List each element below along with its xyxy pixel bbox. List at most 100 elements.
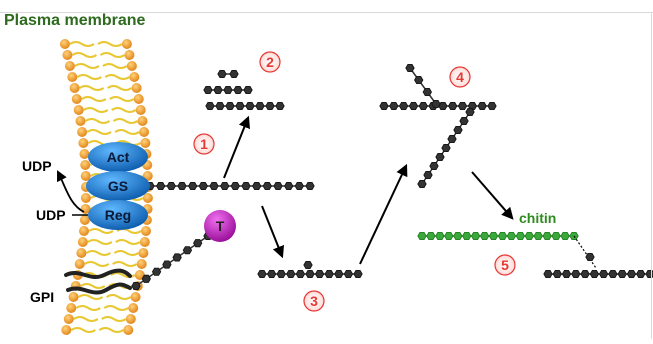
fragment-long-bead bbox=[245, 102, 255, 110]
linked-glucan-bead bbox=[617, 269, 627, 279]
lipid-head bbox=[125, 314, 136, 324]
lipid-head bbox=[61, 325, 72, 335]
fragment-long-bead bbox=[275, 102, 285, 110]
arrow-step3 bbox=[261, 205, 285, 259]
lipid-tail bbox=[114, 129, 140, 135]
linked-glucan-bead bbox=[626, 269, 637, 279]
lipid-tail bbox=[104, 74, 130, 80]
act-subunit bbox=[88, 142, 148, 172]
gs-subunit bbox=[86, 171, 150, 201]
linked-glucan-bead bbox=[608, 269, 618, 279]
reg-label: Reg bbox=[105, 207, 131, 223]
lipid-tail bbox=[111, 107, 137, 113]
lipid-tail bbox=[99, 52, 125, 58]
chitin-chain-bead bbox=[533, 231, 543, 241]
chitin-chain-bead bbox=[462, 231, 472, 241]
main-chain-bead bbox=[241, 181, 251, 191]
fragment-medium-bead bbox=[223, 86, 233, 94]
lipid-tail bbox=[112, 118, 139, 124]
step-badge-number: 3 bbox=[310, 293, 318, 309]
lipid-head bbox=[68, 292, 79, 302]
lipid-head bbox=[73, 105, 84, 115]
lipid-tail bbox=[78, 294, 104, 300]
lipid-head bbox=[79, 226, 90, 236]
top-chain-bead bbox=[398, 102, 409, 110]
main-chain-bead bbox=[305, 181, 315, 191]
branch-stub-bead bbox=[303, 260, 313, 270]
lipid-head bbox=[129, 72, 140, 82]
top-chain-bead bbox=[448, 102, 458, 110]
branched-chain-bead bbox=[276, 269, 286, 279]
chitin-chain-bead bbox=[470, 231, 481, 241]
act-label: Act bbox=[107, 149, 130, 165]
fragment-long-bead bbox=[225, 102, 235, 110]
upper-branch-bead bbox=[422, 88, 432, 96]
lipid-head bbox=[140, 138, 151, 148]
step-badge-circle bbox=[259, 51, 281, 73]
transferase-label: T bbox=[216, 218, 225, 234]
lipid-head bbox=[123, 325, 134, 335]
glucan-synthase-complex: Act GS Reg bbox=[86, 142, 150, 230]
branched-chain-bead bbox=[286, 269, 296, 279]
step-badge-circle bbox=[494, 254, 516, 276]
chitin-label: chitin bbox=[519, 210, 556, 226]
lipid-head bbox=[78, 138, 89, 148]
lipid-head bbox=[139, 127, 150, 137]
main-chain-bead bbox=[294, 181, 304, 191]
main-chain-bead bbox=[220, 181, 230, 191]
lipid-tail bbox=[71, 52, 97, 58]
main-chain-bead bbox=[177, 181, 187, 191]
lipid-head bbox=[67, 72, 78, 82]
step-badge-circle bbox=[449, 66, 471, 88]
lipid-tail bbox=[113, 250, 139, 256]
lipid-tail bbox=[112, 261, 138, 267]
lipid-head bbox=[137, 116, 148, 126]
transferase-enzyme bbox=[204, 210, 236, 242]
lipid-tail bbox=[109, 96, 135, 102]
lipid-head bbox=[80, 193, 91, 203]
lipid-head bbox=[79, 149, 90, 159]
linked-glucan-bead bbox=[543, 269, 553, 279]
lipid-tail bbox=[79, 85, 105, 91]
upper-branch-bead bbox=[414, 76, 424, 84]
lower-branch-bead bbox=[447, 134, 457, 144]
step-badge-number: 1 bbox=[200, 136, 208, 152]
chitin-chain-bead bbox=[426, 231, 436, 241]
lipid-head bbox=[69, 83, 80, 93]
lipid-head bbox=[59, 39, 70, 49]
lower-branch-bead bbox=[453, 126, 463, 135]
fragment-short-bead bbox=[229, 70, 239, 78]
chitin-chain-bead bbox=[497, 231, 508, 241]
fragment-medium-bead bbox=[213, 86, 223, 94]
top-chain-bead bbox=[457, 102, 468, 110]
lipid-tail bbox=[69, 41, 95, 47]
frame-top-border bbox=[0, 12, 653, 13]
branched-chain-bead bbox=[305, 269, 315, 279]
lipid-tail bbox=[97, 41, 123, 47]
arrow-step1 bbox=[223, 115, 251, 179]
lower-branch-bead bbox=[441, 143, 451, 153]
lipid-tail bbox=[83, 107, 109, 113]
chitin-chain-bead bbox=[542, 231, 552, 241]
lipid-tail bbox=[115, 239, 141, 245]
lipid-tail bbox=[107, 85, 133, 91]
branched-chain-bead bbox=[257, 269, 267, 279]
lipid-head bbox=[131, 83, 142, 93]
chitin-chain-bead bbox=[435, 231, 445, 241]
gpi-chain-bead bbox=[182, 246, 193, 255]
lipid-head bbox=[134, 270, 145, 280]
linked-glucan-bead bbox=[589, 269, 600, 279]
lipid-head bbox=[124, 50, 135, 60]
main-chain-bead bbox=[156, 181, 166, 191]
gpi-chain-bead bbox=[131, 281, 141, 291]
lipid-head bbox=[77, 237, 88, 247]
main-chain-bead bbox=[230, 181, 240, 191]
chitin-chain-bead bbox=[524, 231, 534, 241]
branched-chain-bead bbox=[266, 269, 277, 279]
lipid-head bbox=[63, 314, 74, 324]
lipid-head bbox=[71, 94, 82, 104]
gpi-anchor bbox=[64, 268, 132, 295]
lipid-head bbox=[74, 259, 85, 269]
lipid-head bbox=[128, 303, 139, 313]
lipid-tail bbox=[98, 327, 124, 333]
